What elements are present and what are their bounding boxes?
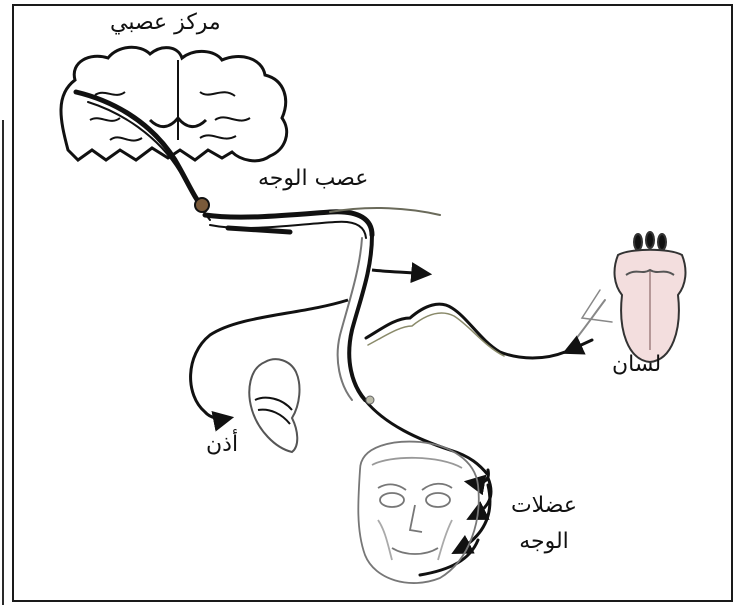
branch-arrow-right	[372, 270, 428, 274]
facial-nerve-label: عصب الوجه	[258, 166, 368, 191]
ear-illustration	[249, 359, 299, 452]
ear-label: أذن	[206, 432, 238, 457]
facial-muscles-label-line2: الوجه	[506, 524, 582, 560]
tongue-illustration	[615, 232, 686, 362]
tongue-nerve-branch	[366, 290, 612, 358]
facial-nerve-trunk	[76, 92, 440, 400]
facial-muscles-label-line1: عضلات	[506, 488, 582, 524]
nerve-center-label: مركز عصبي	[110, 10, 221, 35]
tongue-label: لسان	[612, 352, 661, 377]
facial-muscles-label: عضلات الوجه	[506, 488, 582, 560]
